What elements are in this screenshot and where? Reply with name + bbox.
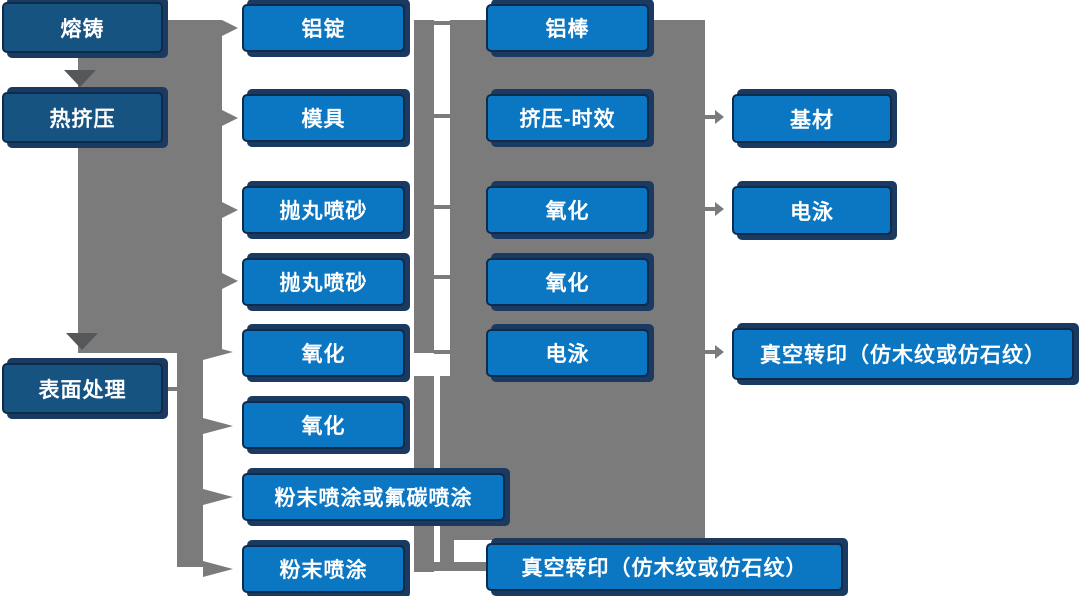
node-oxidation-1: 氧化 (242, 329, 405, 377)
connector-band-main (78, 20, 222, 353)
connector-band-surface (177, 337, 203, 567)
connector-line-oxidation-to-electrophoresis (703, 207, 715, 211)
arrowhead-to-aluminum-ingot (222, 20, 238, 36)
node-aluminum-rod: 铝棒 (486, 4, 649, 52)
node-powder-coating: 粉末喷涂 (242, 545, 405, 593)
node-hot-extrusion: 热挤压 (2, 92, 163, 143)
node-surface-treatment: 表面处理 (2, 363, 163, 414)
connector-tie-line (434, 21, 450, 25)
arrowhead-to-oxidation-1 (203, 344, 233, 360)
connector-line-electrophoresis-to-vacuum (703, 350, 715, 354)
node-oxidation-2: 氧化 (242, 401, 405, 449)
node-electrophoresis-2: 电泳 (732, 186, 892, 235)
node-oxidation-4: 氧化 (486, 258, 649, 306)
connector-tie-line (434, 275, 450, 279)
connector-tie-line (434, 350, 450, 354)
connector-bottom-bar (434, 562, 487, 571)
connector-tie-line (434, 114, 450, 118)
node-mold: 模具 (242, 94, 405, 142)
arrowhead-to-shot-blast-1 (222, 202, 238, 218)
node-shot-blast-sandblast-1: 抛丸喷砂 (242, 186, 405, 234)
node-vacuum-transfer-print-2: 真空转印（仿木纹或仿石纹） (732, 328, 1074, 380)
node-powder-or-fluorocarbon-coating: 粉末喷涂或氟碳喷涂 (242, 473, 505, 521)
arrowhead-down-to-surface-treatment (66, 333, 98, 350)
connector-surface-link (163, 387, 177, 391)
arrowhead-to-powder-coating (203, 561, 233, 577)
arrowhead-to-powder-fluorocarbon (203, 489, 233, 505)
node-extrusion-aging: 挤压-时效 (486, 94, 649, 142)
arrowhead-to-oxidation-2 (203, 418, 233, 434)
node-electrophoresis-1: 电泳 (486, 329, 649, 377)
connector-line-extrusion-to-base (703, 115, 715, 119)
arrowhead-to-mold (222, 110, 238, 126)
node-melt-cast: 熔铸 (2, 2, 163, 53)
arrowhead-to-electrophoresis (715, 202, 724, 216)
node-vacuum-transfer-print-1: 真空转印（仿木纹或仿石纹） (486, 543, 843, 591)
connector-tie-line (434, 205, 450, 209)
node-shot-blast-sandblast-2: 抛丸喷砂 (242, 258, 405, 306)
connector-strip-upper (414, 20, 434, 353)
node-base-material: 基材 (732, 94, 892, 143)
arrowhead-down-to-hot-extrusion (64, 70, 96, 87)
arrowhead-to-vacuum-transfer (715, 345, 724, 359)
arrowhead-to-shot-blast-2 (222, 273, 238, 289)
arrowhead-to-base-material (715, 110, 724, 124)
node-oxidation-3: 氧化 (486, 186, 649, 234)
node-aluminum-ingot: 铝锭 (242, 4, 405, 52)
